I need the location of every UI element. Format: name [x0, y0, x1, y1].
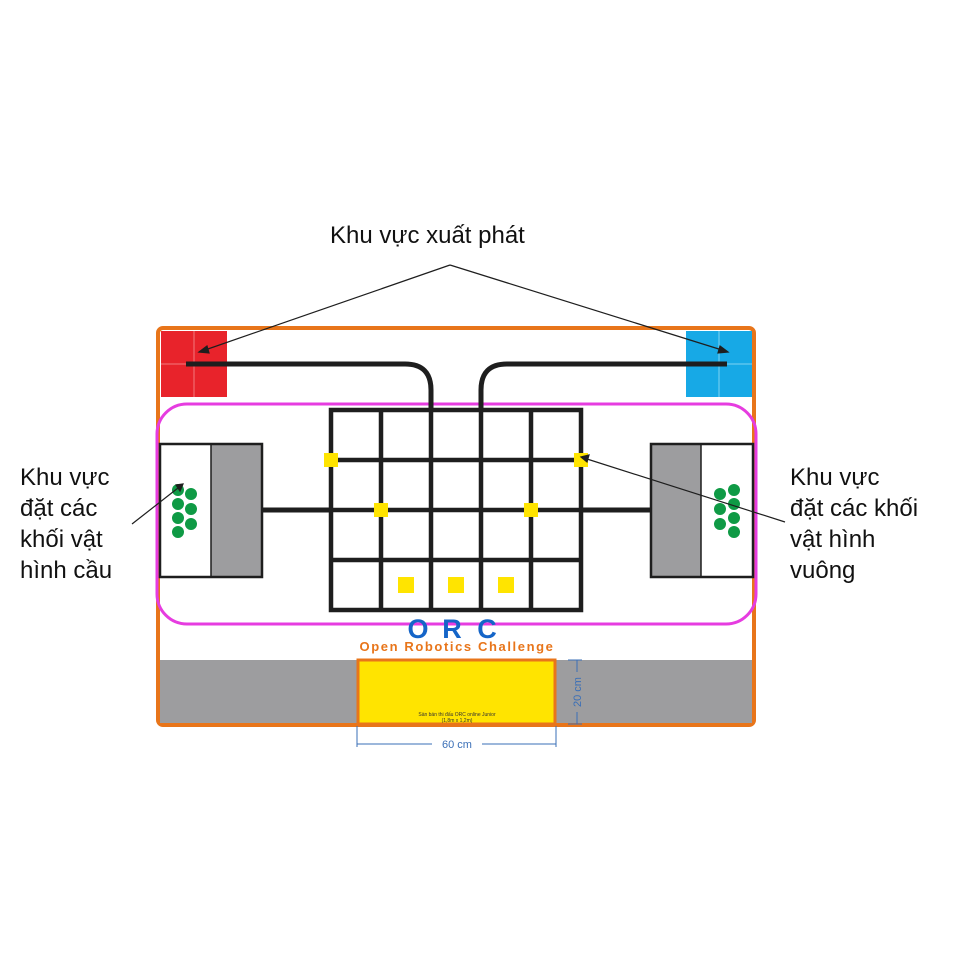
- cube-marker: [448, 577, 464, 593]
- cube-marker: [398, 577, 414, 593]
- sphere: [714, 518, 726, 530]
- info-box-line1: Sàn bán thi đấu ORC online Junior: [418, 712, 496, 718]
- cube-marker: [374, 503, 388, 517]
- sphere-zone-label: Khu vực đặt các khối vật hình cầu: [20, 464, 113, 584]
- sphere: [728, 484, 740, 496]
- logo-letter-o: O: [407, 614, 428, 644]
- dimension-width-label: 60 cm: [442, 739, 472, 751]
- start-zone-label: Khu vực xuất phát: [330, 222, 525, 249]
- sphere: [714, 503, 726, 515]
- sphere: [728, 512, 740, 524]
- play-area-boundary: [155, 402, 758, 626]
- annotation-arrows: [131, 264, 786, 525]
- sphere: [185, 488, 197, 500]
- logo-letter-c: C: [477, 614, 497, 644]
- track-lines: [186, 361, 727, 513]
- sphere: [172, 498, 184, 510]
- cube-marker: [498, 577, 514, 593]
- central-grid: [328, 407, 584, 613]
- logo-tagline: Open Robotics Challenge: [360, 639, 555, 654]
- cube-marker: [324, 453, 338, 467]
- sphere: [172, 526, 184, 538]
- cube-markers: [324, 453, 588, 593]
- dimension-height: [568, 659, 582, 725]
- spheres-right: [714, 484, 740, 538]
- cube-zone-label: Khu vực đặt các khối vật hình vuông: [790, 464, 919, 584]
- cube-zone: [649, 442, 755, 579]
- sphere-zone: [158, 442, 264, 579]
- logo-letter-r: R: [442, 614, 462, 644]
- sphere: [185, 503, 197, 515]
- sphere: [185, 518, 197, 530]
- info-box-line2: (1,8m x 1,2m): [442, 718, 473, 724]
- sphere: [728, 526, 740, 538]
- dimension-width: [356, 726, 557, 747]
- cube-marker: [524, 503, 538, 517]
- orc-logo: O R C Open Robotics Challenge: [360, 614, 555, 654]
- spheres-left: [172, 484, 197, 538]
- dimension-height-label: 20 cm: [572, 677, 584, 707]
- info-box: [356, 658, 557, 726]
- sphere: [172, 512, 184, 524]
- sphere: [714, 488, 726, 500]
